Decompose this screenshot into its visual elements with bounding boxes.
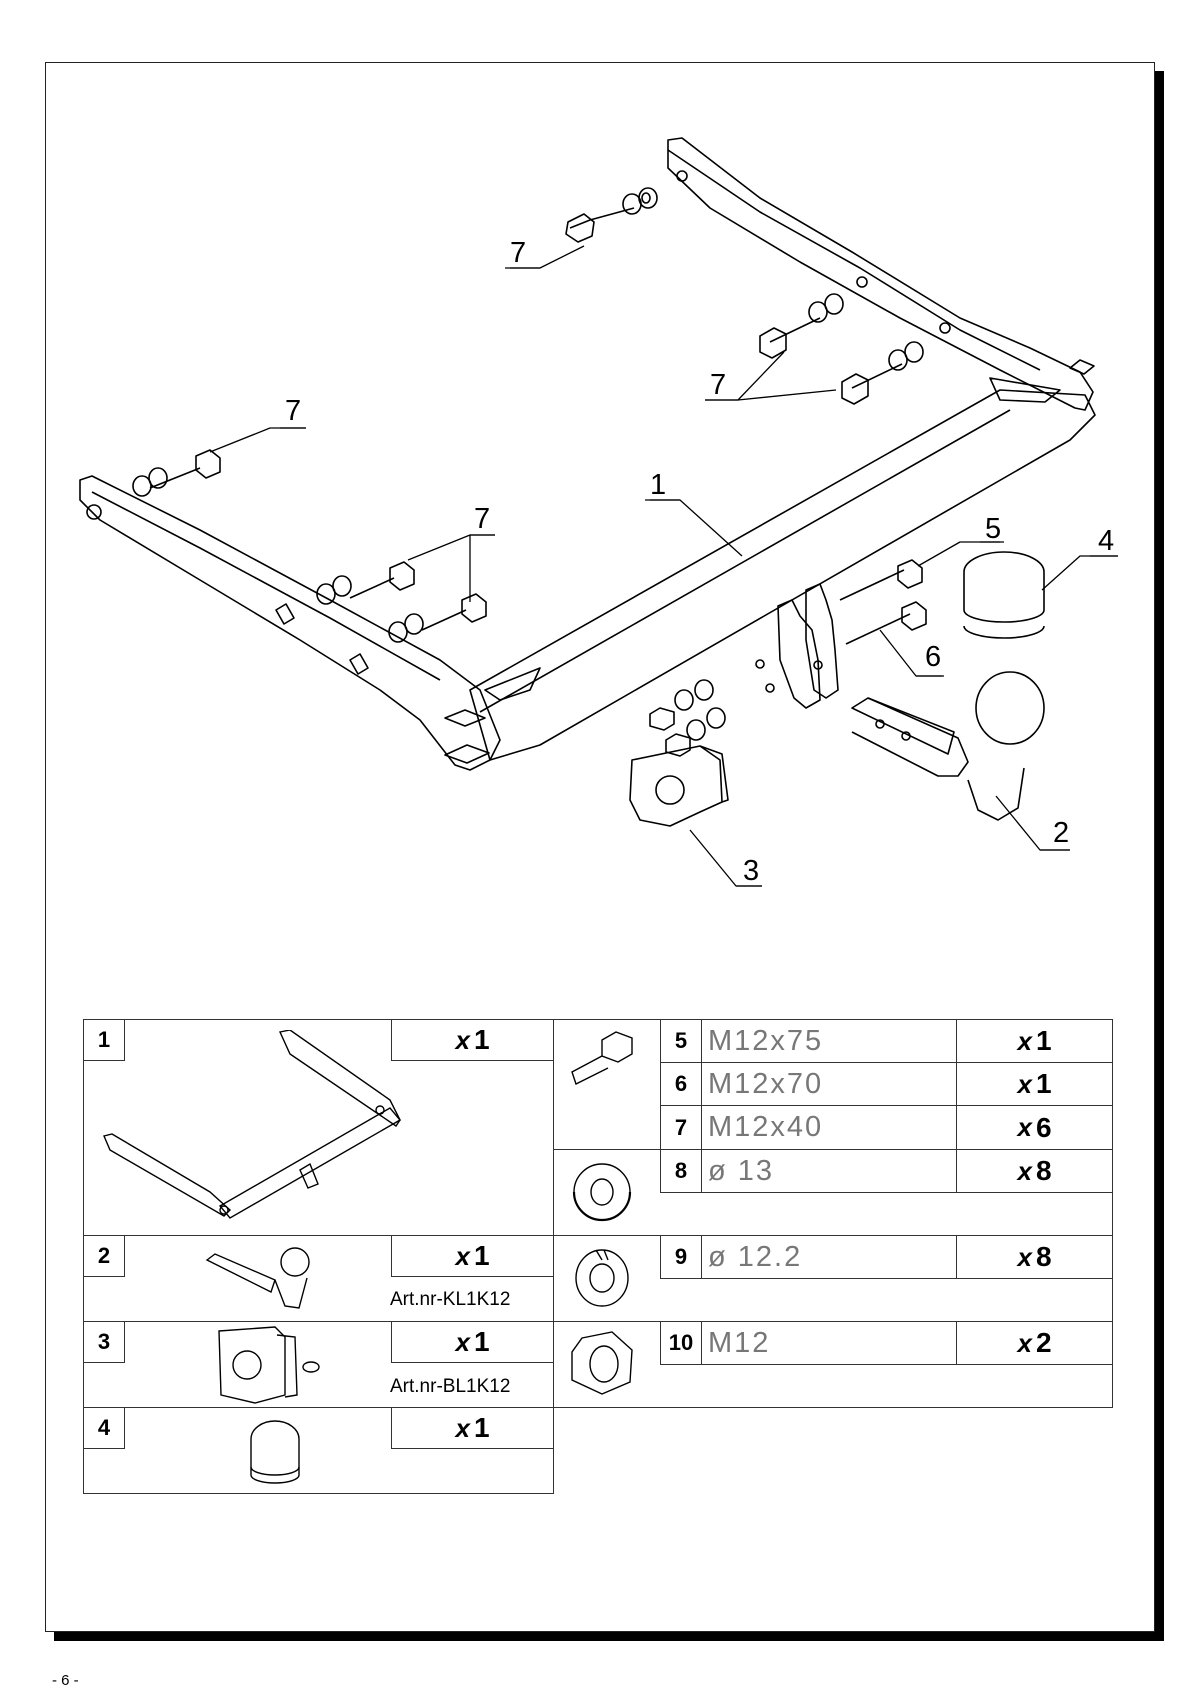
left-bolt-set-2 — [316, 561, 415, 605]
callout-3: 3 — [743, 855, 759, 887]
hardware-5-spec: M12x75 — [701, 1019, 957, 1063]
quantity-x: x — [1017, 1112, 1032, 1142]
hardware-8-number: 8 — [660, 1149, 702, 1193]
hardware-9-number: 9 — [660, 1235, 702, 1279]
page-number: - 6 - — [52, 1672, 79, 1689]
left-bolt-set-1 — [132, 449, 221, 497]
hardware-9-spec: ø 12.2 — [701, 1235, 957, 1279]
quantity-value: 1 — [473, 1024, 490, 1055]
hardware-5-number: 5 — [660, 1019, 702, 1063]
callout-2: 2 — [1053, 817, 1069, 849]
ball-cover — [963, 551, 1045, 639]
socket-plate — [629, 745, 729, 827]
right-bracket — [667, 137, 1094, 411]
part-3-number: 3 — [83, 1321, 125, 1363]
hardware-6-spec: M12x70 — [701, 1062, 957, 1106]
washer-icon — [572, 1163, 632, 1222]
callout-7: 7 — [510, 237, 526, 269]
ball-neck — [851, 671, 1045, 821]
callout-7: 7 — [285, 395, 301, 427]
quantity-value: 1 — [1035, 1025, 1052, 1056]
main-crossbar — [444, 359, 1096, 764]
callout-4: 4 — [1098, 525, 1114, 557]
left-bracket — [79, 475, 501, 771]
socket-plate-icon — [218, 1326, 320, 1404]
hardware-10-number: 10 — [660, 1321, 702, 1365]
lower-nut-set — [649, 679, 726, 757]
callout-7: 7 — [474, 503, 490, 535]
upper-bolt-set-2 — [759, 293, 844, 359]
quantity-value: 1 — [473, 1326, 490, 1357]
ball-cover-icon — [250, 1420, 300, 1484]
spring-washer-icon — [575, 1249, 629, 1307]
bolt-set-5-6 — [839, 559, 927, 645]
crossbar-icon — [103, 1030, 402, 1219]
part-1-number: 1 — [83, 1019, 125, 1061]
center-mounting-plate — [755, 583, 839, 709]
callout-labels: 7 7 7 7 1 5 4 6 2 3 — [285, 237, 1114, 887]
quantity-x: x — [1017, 1025, 1032, 1056]
upper-bolt-set-3 — [841, 341, 924, 405]
quantity-x: x — [455, 1240, 470, 1271]
hardware-10-spec: M12 — [701, 1321, 957, 1365]
quantity-x: x — [1017, 1241, 1032, 1272]
quantity-value: 1 — [473, 1240, 490, 1271]
quantity-value: 1 — [1035, 1068, 1052, 1099]
hardware-7-number: 7 — [660, 1105, 702, 1150]
part-3-article-number: Art.nr-BL1K12 — [390, 1376, 511, 1397]
callout-1: 1 — [650, 469, 666, 501]
quantity-value: 8 — [1035, 1155, 1052, 1186]
leader-lines — [209, 245, 1118, 887]
quantity-x: x — [455, 1412, 470, 1443]
part-4-number: 4 — [83, 1407, 125, 1449]
left-bolt-set-3 — [388, 593, 487, 643]
quantity-value: 8 — [1035, 1241, 1052, 1272]
quantity-value: 2 — [1035, 1327, 1052, 1358]
exploded-assembly-drawing: 7 7 7 7 1 5 4 6 2 3 — [79, 137, 1118, 887]
callout-5: 5 — [985, 513, 1001, 545]
callout-underlines — [280, 267, 1118, 887]
quantity-x: x — [455, 1326, 470, 1357]
hardware-8-spec: ø 13 — [701, 1149, 957, 1193]
callout-6: 6 — [925, 641, 941, 673]
quantity-x: x — [1017, 1327, 1032, 1358]
quantity-x: x — [1017, 1155, 1032, 1186]
hex-nut-icon — [571, 1331, 633, 1395]
quantity-x: x — [1017, 1068, 1032, 1099]
callout-7: 7 — [710, 369, 726, 401]
quantity-value: 6 — [1035, 1111, 1052, 1143]
quantity-x: x — [455, 1024, 470, 1055]
hardware-6-number: 6 — [660, 1062, 702, 1106]
part-2-number: 2 — [83, 1235, 125, 1277]
quantity-value: 1 — [473, 1412, 490, 1443]
part-2-article-number: Art.nr-KL1K12 — [390, 1289, 511, 1310]
bolt-icon — [571, 1031, 633, 1085]
hardware-7-spec: M12x40 — [701, 1105, 957, 1150]
upper-bolt-set-1 — [565, 187, 658, 243]
ball-neck-icon — [205, 1247, 310, 1309]
